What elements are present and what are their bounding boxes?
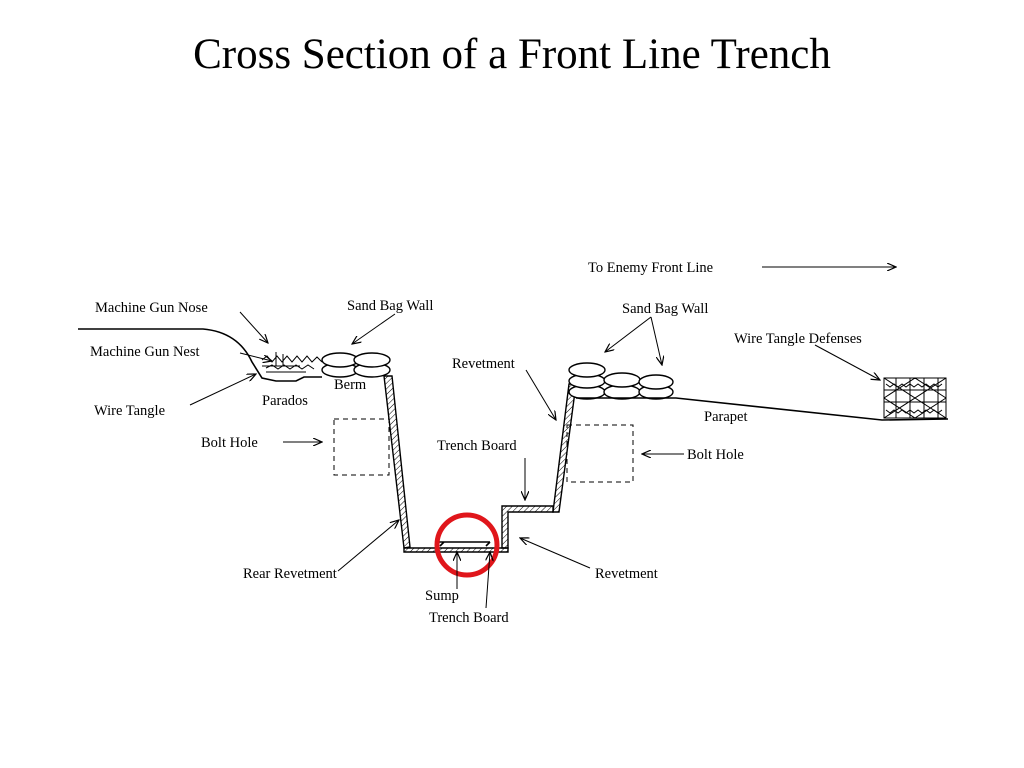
label-wire-tangle-defenses: Wire Tangle Defenses (734, 331, 862, 347)
slide-title: Cross Section of a Front Line Trench (193, 31, 831, 78)
label-machine-gun-nest: Machine Gun Nest (90, 344, 200, 360)
label-parados: Parados (262, 393, 308, 409)
parapet-slope (576, 397, 949, 421)
label-trench-board-bottom: Trench Board (429, 610, 509, 626)
label-rear-revetment: Rear Revetment (243, 566, 337, 582)
label-parapet: Parapet (704, 409, 747, 425)
sump-highlight-circle (434, 512, 500, 578)
label-wire-tangle: Wire Tangle (94, 403, 165, 419)
trench-board-floor (436, 541, 491, 547)
label-sand-bag-wall-right: Sand Bag Wall (622, 301, 708, 317)
rear-revetment-wall (383, 375, 411, 549)
label-trench-board-step: Trench Board (437, 438, 517, 454)
bolt-hole-left (333, 418, 390, 476)
left-wire-tangle (261, 355, 323, 370)
label-sand-bag-wall-left: Sand Bag Wall (347, 298, 433, 314)
label-bolt-hole-left: Bolt Hole (201, 435, 258, 451)
leader-arrows (189, 267, 896, 609)
label-revetment-bottom: Revetment (595, 566, 658, 582)
front-revetment-wall (552, 383, 577, 513)
label-bolt-hole-right: Bolt Hole (687, 447, 744, 463)
right-sand-bag-wall (568, 362, 674, 400)
trench-floor (403, 547, 509, 553)
label-machine-gun-nose: Machine Gun Nose (95, 300, 208, 316)
bolt-hole-right (566, 424, 634, 483)
machine-gun-nest-lines (262, 352, 306, 373)
label-enemy-direction: To Enemy Front Line (588, 260, 713, 276)
wire-tangle-defenses (883, 377, 947, 419)
label-sump: Sump (425, 588, 459, 604)
label-revetment-top: Revetment (452, 356, 515, 372)
label-berm: Berm (334, 377, 367, 393)
left-sand-bag-wall (321, 352, 391, 378)
left-ground-line (78, 328, 322, 382)
